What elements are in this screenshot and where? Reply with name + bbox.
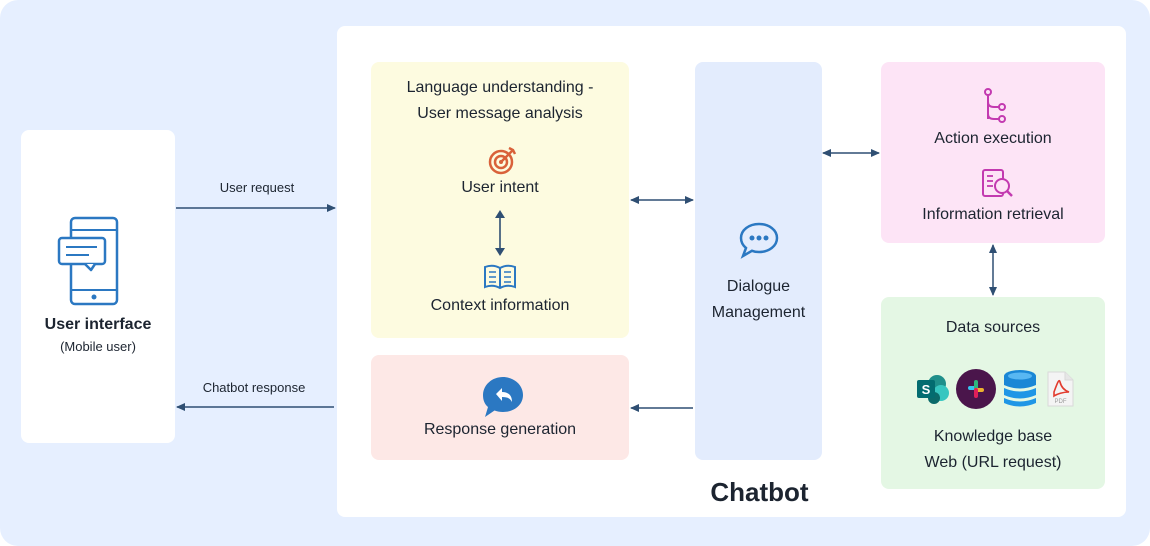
language-understanding-box: Language understanding - User message an… (371, 62, 629, 338)
chatbot-label: Chatbot (710, 477, 809, 507)
document-search-icon (982, 169, 1013, 197)
chatbot-response-label: Chatbot response (202, 380, 306, 395)
dialogue-line1: Dialogue (726, 278, 791, 295)
user-interface-subtitle: (Mobile user) (60, 339, 136, 354)
workflow-branch-icon (984, 88, 1006, 123)
data-sources-box: Data sources S PDF Knowle (881, 297, 1105, 489)
response-generation-box: Response generation (371, 355, 629, 460)
response-generation-label: Response generation (423, 421, 577, 438)
action-execution-box: Action execution Information retrieval (881, 62, 1105, 243)
book-icon (484, 264, 516, 290)
slack-icon (956, 369, 996, 409)
user-request-label: User request (219, 180, 295, 195)
sharepoint-icon: S (917, 375, 949, 404)
information-retrieval-label: Information retrieval (922, 206, 1064, 223)
language-title-line1: Language understanding - (406, 79, 594, 96)
dialogue-line2: Management (711, 304, 806, 321)
language-title-line2: User message analysis (417, 105, 583, 122)
pdf-icon-text: PDF (1055, 399, 1067, 405)
reply-bubble-icon (483, 377, 523, 417)
user-intent-label: User intent (461, 179, 539, 196)
svg-text:S: S (922, 382, 931, 397)
mobile-chat-icon (57, 216, 119, 306)
knowledge-base-label: Knowledge base (933, 428, 1053, 445)
target-icon (488, 146, 517, 175)
data-sources-title: Data sources (945, 319, 1041, 336)
chat-bubble-icon (739, 222, 779, 259)
dialogue-management-box: Dialogue Management (695, 62, 822, 460)
user-interface-panel: User interface (Mobile user) (21, 130, 175, 443)
user-interface-title: User interface (44, 316, 152, 333)
intent-context-arrow (495, 210, 505, 256)
action-execution-label: Action execution (934, 130, 1052, 147)
pdf-icon: PDF (1047, 371, 1074, 407)
database-icon (1004, 370, 1036, 407)
web-url-request-label: Web (URL request) (924, 454, 1062, 471)
context-information-label: Context information (430, 297, 570, 314)
